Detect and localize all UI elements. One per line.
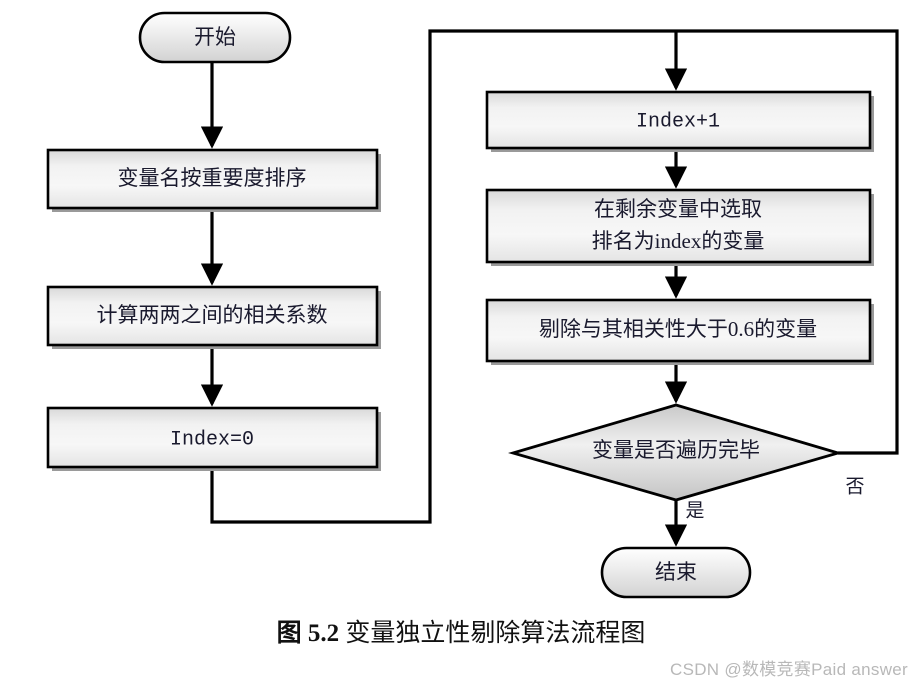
edge-indexinit-to-loop — [210, 29, 676, 524]
node-select-var-label-line2: 排名为index的变量 — [592, 229, 765, 253]
node-sort-vars[interactable]: 变量名按重要度排序 — [46, 148, 381, 212]
node-index-init[interactable]: Index=0 — [46, 406, 381, 471]
node-index-init-shape — [46, 406, 379, 469]
edge-decision-no-loopback — [676, 29, 899, 455]
csdn-watermark: CSDN @数模竞赛Paid answer — [670, 660, 908, 679]
node-calc-corr-shape — [46, 285, 379, 347]
node-index-init-label: Index=0 — [170, 428, 254, 451]
node-calc-corr[interactable]: 计算两两之间的相关系数 — [46, 285, 381, 349]
node-select-var[interactable]: 在剩余变量中选取 排名为index的变量 — [485, 188, 874, 266]
node-index-inc-shape — [485, 90, 872, 150]
edge-label-no: 否 — [845, 476, 864, 497]
node-start-shape — [138, 11, 292, 64]
figure-caption-title: 变量独立性剔除算法流程图 — [345, 620, 646, 647]
node-remove-corr-shape — [485, 298, 872, 363]
node-end-label: 结束 — [655, 560, 697, 584]
node-select-var-label-line1: 在剩余变量中选取 — [594, 197, 762, 221]
edge-label-yes: 是 — [685, 500, 704, 521]
node-index-inc[interactable]: Index+1 — [485, 90, 874, 152]
node-end-shape — [600, 546, 752, 599]
node-decision[interactable]: 变量是否遍历完毕 — [507, 403, 843, 502]
connector-layer — [200, 29, 899, 547]
node-calc-corr-label: 计算两两之间的相关系数 — [97, 303, 328, 327]
node-remove-corr[interactable]: 剔除与其相关性大于0.6的变量 — [485, 298, 874, 365]
node-index-inc-label: Index+1 — [636, 110, 720, 133]
node-select-var-shape — [485, 188, 872, 264]
node-decision-shape — [507, 403, 843, 502]
node-remove-corr-label: 剔除与其相关性大于0.6的变量 — [539, 317, 817, 341]
node-start-label: 开始 — [194, 25, 236, 49]
node-start[interactable]: 开始 — [138, 11, 292, 64]
node-sort-vars-shape — [46, 148, 379, 210]
node-end[interactable]: 结束 — [600, 546, 752, 599]
figure-caption-prefix: 图 5.2 — [276, 620, 340, 647]
node-decision-label: 变量是否遍历完毕 — [592, 438, 760, 462]
figure-caption: 图 5.2 变量独立性剔除算法流程图 — [0, 613, 922, 649]
node-sort-vars-label: 变量名按重要度排序 — [118, 166, 307, 190]
